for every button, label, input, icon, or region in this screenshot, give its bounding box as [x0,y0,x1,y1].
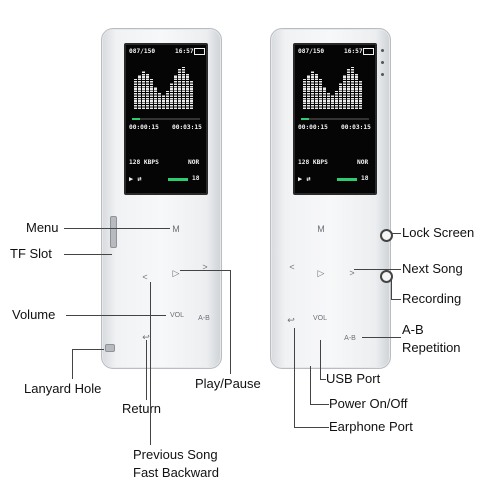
label-lanyard-hole: Lanyard Hole [24,381,102,396]
time-elapsed: 00:00:15 [129,124,159,131]
vol-button[interactable]: VOL [312,315,327,322]
tf-slot [110,216,117,248]
track-counter: 087/150 [298,48,325,55]
return-button[interactable]: ↩ [142,332,150,342]
recording-mic [380,270,393,283]
lock-screen-switch[interactable] [380,229,393,242]
label-ab-line1: A-B [402,322,424,337]
clock: 16:57 [175,48,194,55]
leader-line-power-h [310,404,329,405]
speaker-dot [381,61,384,64]
leader-line-play-h [180,270,231,271]
prev-button[interactable]: < [142,272,148,282]
leader-line-ab [362,337,401,338]
leader-line-menu [64,228,170,229]
label-lock-screen: Lock Screen [402,225,475,240]
leader-line-lock [391,233,401,234]
player-front-left: 087/150 16:57 00:00:15 00:03:15 128 KBPS… [101,28,222,369]
ab-button[interactable]: A-B [198,315,210,322]
time-total: 00:03:15 [172,124,202,131]
next-button[interactable]: > [202,262,208,272]
leader-line-lanyard-h [72,349,104,350]
bitrate: 128 KBPS [298,159,328,166]
leader-line-ear-h [294,427,329,428]
bitrate: 128 KBPS [129,159,159,166]
progress-bar [132,118,200,120]
vol-button[interactable]: VOL [169,312,184,319]
label-play-pause: Play/Pause [195,376,261,391]
player-front-right: 087/150 16:57 00:00:15 00:03:15 128 KBPS… [270,28,391,369]
leader-line-rec-v [391,279,392,299]
speaker-dot [381,49,384,52]
display-screen-right: 087/150 16:57 00:00:15 00:03:15 128 KBPS… [293,43,377,195]
play-pause-button[interactable]: ▷ [172,268,180,278]
label-menu: Menu [26,220,59,235]
play-state-icon: ▶ ⇄ [298,175,311,183]
leader-line-usb-v [320,340,321,380]
label-recording: Recording [402,291,462,306]
label-earphone: Earphone Port [329,419,413,434]
equalizer-bars [134,65,196,109]
eq-mode: NOR [357,159,369,166]
time-total: 00:03:15 [341,124,371,131]
label-return: Return [122,401,162,416]
return-button[interactable]: ↩ [287,315,295,325]
leader-line-prev [150,282,151,445]
leader-line-usb-h [320,379,326,380]
label-prev-line2: Fast Backward [133,465,219,480]
progress-bar [301,118,369,120]
play-pause-button[interactable]: ▷ [317,268,325,278]
battery-icon [363,48,374,55]
leader-line-rec-h [391,299,401,300]
label-tf-slot: TF Slot [10,246,52,261]
leader-line-power-v [310,366,311,404]
next-button[interactable]: > [349,268,355,278]
label-next-song: Next Song [402,261,463,276]
speaker-dot [381,73,384,76]
time-elapsed: 00:00:15 [298,124,328,131]
volume-level-bar [337,178,357,181]
clock: 16:57 [344,48,363,55]
battery-icon [194,48,205,55]
leader-line-volume [66,315,166,316]
menu-button[interactable]: M [317,224,325,234]
volume-value: 18 [192,175,200,182]
display-screen: 087/150 16:57 00:00:15 00:03:15 128 KBPS… [124,43,208,195]
play-state-icon: ▶ ⇄ [129,175,142,183]
menu-button[interactable]: M [172,224,180,234]
label-prev-line1: Previous Song [133,447,218,462]
leader-line-lanyard-v [72,349,73,379]
label-volume: Volume [12,307,56,322]
leader-line-next [354,269,401,270]
leader-line-ear-v [294,328,295,427]
volume-value: 18 [361,175,369,182]
leader-line-tf [64,254,112,255]
label-ab-line2: Repetition [402,340,461,355]
volume-level-bar [168,178,188,181]
leader-line-return [146,340,147,400]
leader-line-play-v [230,270,231,374]
label-usb-port: USB Port [326,371,381,386]
label-power: Power On/Off [329,396,408,411]
equalizer-bars [303,65,365,109]
lanyard-hole [105,344,115,352]
eq-mode: NOR [188,159,200,166]
ab-button[interactable]: A-B [344,335,356,342]
prev-button[interactable]: < [289,262,295,272]
track-counter: 087/150 [129,48,156,55]
